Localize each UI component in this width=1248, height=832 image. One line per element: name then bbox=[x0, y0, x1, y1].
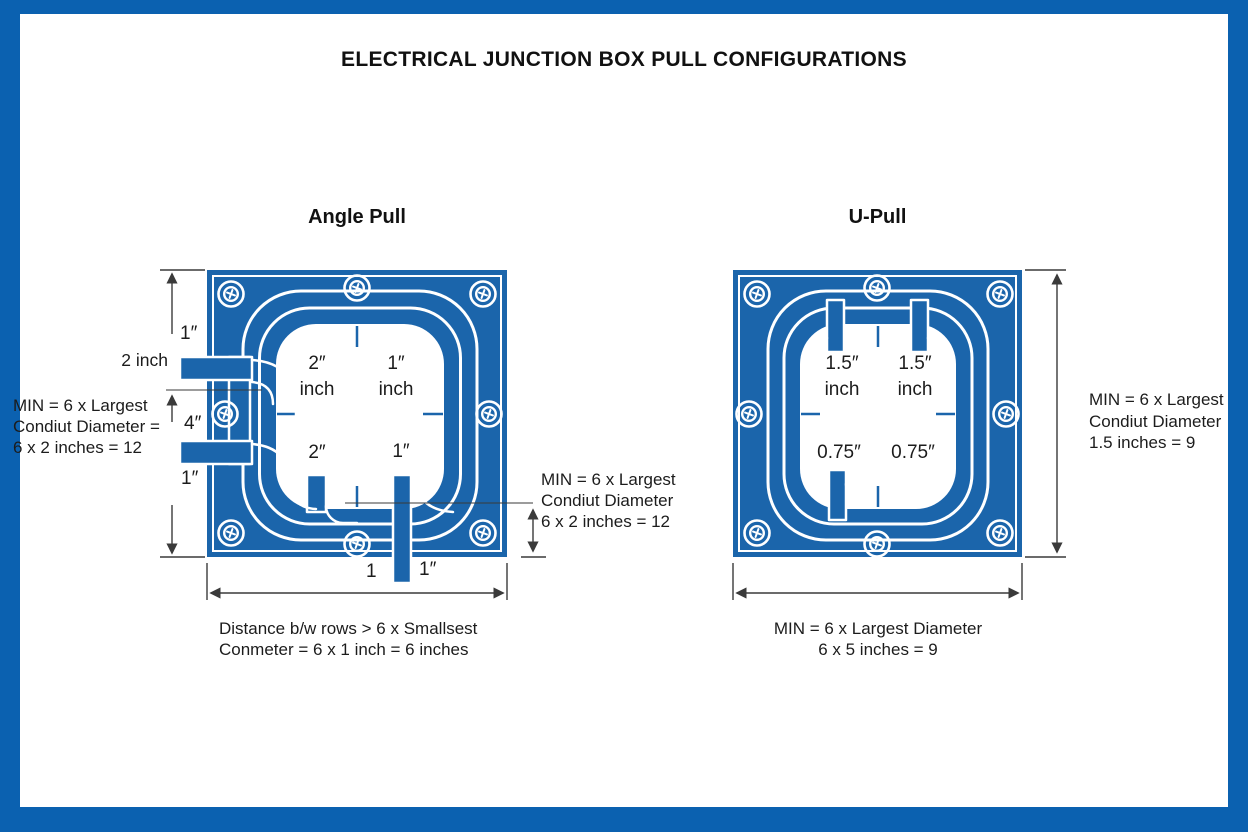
upull-inner-top-right-label: 1.5″ inch bbox=[885, 351, 945, 403]
angle-inner-top-left-unit: inch bbox=[299, 379, 335, 400]
upull-cable-paths bbox=[811, 336, 944, 502]
angle-inner-ring bbox=[258, 306, 462, 526]
angle-inner-top-right-unit: inch bbox=[378, 379, 414, 400]
angle-top-gap-label: 1″ bbox=[180, 323, 198, 344]
dimension-lines bbox=[160, 269, 1066, 600]
upull-inner-bottom-right-label: 0.75″ bbox=[891, 442, 935, 463]
upull-inner-bottom-left-label: 0.75″ bbox=[817, 442, 861, 463]
upull-right-note-line2: Condiut Diameter bbox=[1089, 411, 1222, 431]
angle-left-note-line1: MIN = 6 x Largest bbox=[13, 396, 148, 415]
upull-inner-top-right-size: 1.5″ bbox=[898, 353, 932, 374]
angle-right-note-line3: 6 x 2 inches = 12 bbox=[541, 512, 671, 531]
angle-inner-bottom-right-label: 1″ bbox=[392, 441, 410, 462]
bottom-stub-2inch bbox=[305, 473, 328, 514]
top-stub-right-1.5inch bbox=[909, 298, 930, 354]
upull-footer-line1: MIN = 6 x Largest Diameter bbox=[773, 619, 983, 638]
angle-inner-top-right-size: 1″ bbox=[387, 353, 405, 374]
upull-centerline-ticks bbox=[801, 326, 955, 507]
upull-inner-top-right-unit: inch bbox=[897, 379, 933, 400]
angle-right-note: MIN = 6 x Largest Condiut Diameter 6 x 2… bbox=[541, 469, 676, 532]
angle-footer-line2: Conmeter = 6 x 1 inch = 6 inches bbox=[219, 640, 469, 659]
upull-right-note-line3: 1.5 inches = 9 bbox=[1089, 433, 1196, 452]
angle-inner-top-left-size: 2″ bbox=[308, 353, 326, 374]
angle-inner-top-left-label: 2″ inch bbox=[290, 351, 344, 403]
angle-footer-line1: Distance b/w rows > 6 x Smallsest bbox=[219, 619, 478, 638]
angle-conduits bbox=[178, 355, 413, 585]
angle-left-conduit-label: 2 inch bbox=[121, 350, 168, 370]
angle-right-note-line1: MIN = 6 x Largest bbox=[541, 470, 676, 489]
u-pull-box bbox=[733, 270, 1022, 558]
angle-left-note-line2: Condiut Diameter = bbox=[13, 417, 160, 436]
left-conduit-lower bbox=[178, 439, 254, 466]
angle-left-note: MIN = 6 x Largest Condiut Diameter = 6 x… bbox=[13, 395, 160, 458]
upull-conduits bbox=[825, 298, 930, 522]
angle-pull-heading: Angle Pull bbox=[308, 206, 406, 228]
angle-row-spacing-label: 4″ bbox=[184, 413, 202, 434]
bottom-stub-0.75inch bbox=[827, 468, 848, 522]
angle-right-note-line2: Condiut Diameter bbox=[541, 491, 674, 510]
top-stub-left-1.5inch bbox=[825, 298, 846, 354]
angle-pull-box bbox=[178, 270, 507, 585]
angle-bottom-gap-label: 1″ bbox=[181, 468, 199, 489]
angle-inner-top-right-label: 1″ inch bbox=[369, 351, 423, 403]
upull-footer-line2: 6 x 5 inches = 9 bbox=[818, 640, 938, 659]
upull-inner-top-left-size: 1.5″ bbox=[825, 353, 859, 374]
upull-footer-note: MIN = 6 x Largest Diameter 6 x 5 inches … bbox=[733, 618, 1023, 660]
left-conduit-2inch bbox=[178, 355, 254, 382]
upull-open-area bbox=[800, 324, 956, 509]
upull-inner-top-left-unit: inch bbox=[824, 379, 860, 400]
angle-bottom-label-b: 1″ bbox=[419, 559, 437, 580]
angle-open-area bbox=[276, 324, 444, 509]
bottom-conduit-1inch bbox=[391, 473, 413, 585]
angle-inner-bottom-left-label: 2″ bbox=[308, 442, 326, 463]
angle-bottom-label-a: 1 bbox=[366, 561, 377, 582]
u-pull-heading: U-Pull bbox=[848, 206, 907, 228]
upull-right-note-line1: MIN = 6 x Largest bbox=[1089, 390, 1224, 409]
angle-footer-note: Distance b/w rows > 6 x Smallsest Conmet… bbox=[219, 618, 477, 660]
page-title: ELECTRICAL JUNCTION BOX PULL CONFIGURATI… bbox=[341, 48, 907, 71]
upull-inner-top-left-label: 1.5″ inch bbox=[812, 351, 872, 403]
angle-cable-paths bbox=[250, 358, 455, 525]
upull-right-note: MIN = 6 x Largest Condiut Diameter 1.5 i… bbox=[1089, 389, 1224, 454]
angle-left-note-line3: 6 x 2 inches = 12 bbox=[13, 438, 143, 457]
upull-inner-ring bbox=[782, 306, 974, 526]
